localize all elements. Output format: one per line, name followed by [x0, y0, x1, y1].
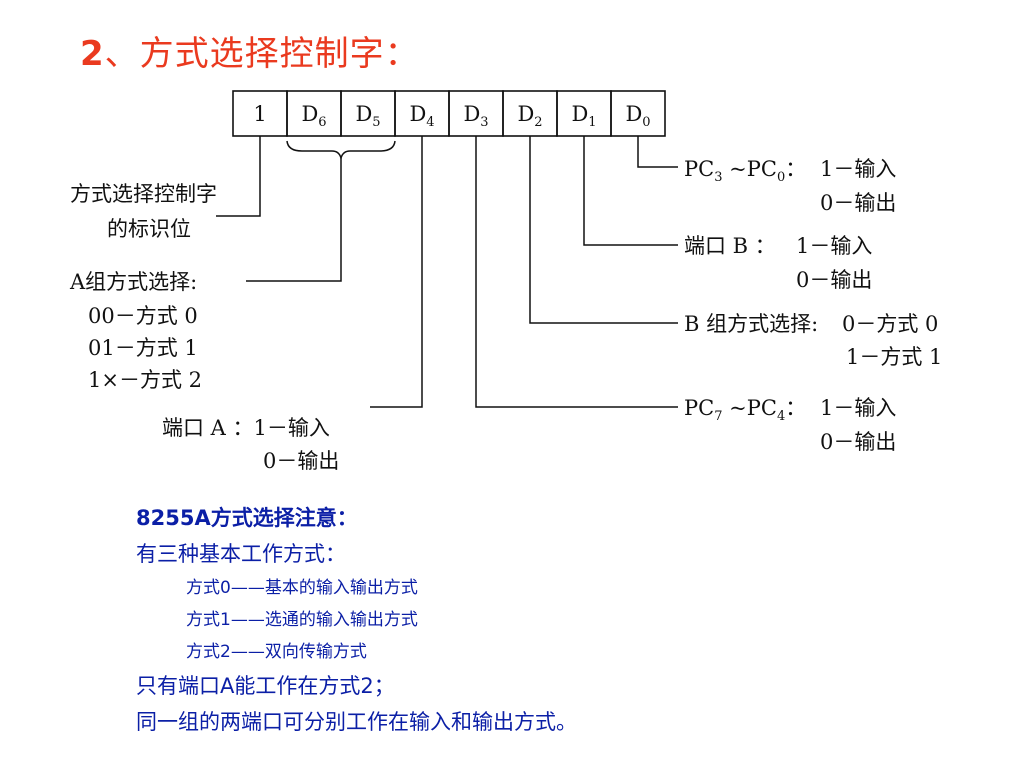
bit-label-4: D4: [409, 102, 434, 130]
notes-intro: 有三种基本工作方式：: [136, 542, 346, 566]
group-a-option-0: 00－方式 0: [88, 304, 198, 328]
pc-high-output: 0－输出: [820, 430, 896, 454]
bit-label-7: 1: [253, 102, 266, 126]
group-b-option-1: 1－方式 1: [846, 345, 942, 369]
group-a-leader-line: [246, 158, 342, 282]
group-a-option-2: 1×－方式 2: [88, 368, 202, 392]
notes-heading: 8255A方式选择注意：: [136, 506, 358, 530]
notes-block: 8255A方式选择注意： 有三种基本工作方式： 方式0——基本的输入输出方式 方…: [136, 500, 577, 740]
flag-label-line1: 方式选择控制字: [70, 182, 217, 206]
bit-label-3: D3: [463, 102, 488, 130]
group-b-option-0: 0－方式 0: [842, 312, 938, 336]
port-b-leader-line: [583, 136, 678, 246]
mode-control-word-diagram: 1 D6 D5 D4 D3 D2 D1 D0 方式选择控制字 的标识位 A组方式…: [69, 90, 942, 473]
group-a-title: A组方式选择:: [69, 270, 197, 294]
pc-low-leader-line: [637, 136, 678, 168]
port-b-output: 0－输出: [796, 268, 872, 292]
port-a-label: 端口 A ：1－输入: [162, 416, 330, 440]
group-b-label: B 组方式选择:: [684, 312, 818, 336]
notes-mode-2: 方式2——双向传输方式: [186, 642, 367, 662]
pc-low-label: PC3 ~PC0：: [684, 157, 806, 185]
bit-label-5: D5: [355, 102, 380, 130]
bit-label-6: D6: [301, 102, 326, 130]
port-a-output: 0－输出: [263, 449, 339, 473]
bit-label-1: D1: [571, 102, 596, 130]
flag-label-line2: 的标识位: [107, 217, 191, 241]
bit-label-0: D0: [625, 102, 650, 130]
flag-leader-line: [216, 136, 261, 217]
pc-high-label: PC7 ~PC4：: [684, 396, 806, 424]
group-a-brace: [286, 140, 396, 161]
bit-label-2: D2: [517, 102, 542, 130]
page-title: 2、方式选择控制字：: [80, 34, 420, 74]
group-a-option-1: 01－方式 1: [88, 336, 198, 360]
group-b-leader-line: [529, 136, 678, 324]
notes-only-port-a: 只有端口A能工作在方式2；: [136, 674, 395, 698]
port-a-leader-line: [370, 136, 423, 408]
pc-low-input: 1－输入: [820, 157, 896, 181]
pc-high-input: 1－输入: [820, 396, 896, 420]
notes-mode-1: 方式1——选通的输入输出方式: [186, 610, 418, 630]
pc-high-leader-line: [475, 136, 678, 408]
bit-register: [232, 90, 666, 137]
notes-mode-0: 方式0——基本的输入输出方式: [186, 578, 418, 598]
notes-same-group: 同一组的两端口可分别工作在输入和输出方式。: [136, 710, 577, 734]
pc-low-output: 0－输出: [820, 191, 896, 215]
port-b-label: 端口 B ：: [684, 234, 776, 258]
port-b-input: 1－输入: [796, 234, 872, 258]
